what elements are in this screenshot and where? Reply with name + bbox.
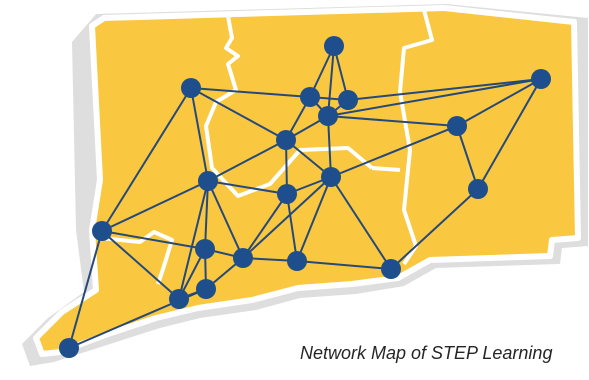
network-node (531, 69, 551, 89)
network-node (338, 90, 358, 110)
network-edge (477, 78, 542, 190)
network-edge (330, 176, 392, 270)
network-edge (207, 139, 287, 182)
region-border-4 (371, 166, 401, 172)
network-node (277, 184, 297, 204)
map-caption: Network Map of STEP Learning (300, 343, 553, 363)
network-node (181, 78, 201, 98)
network-edge (204, 180, 209, 250)
network-edge (190, 87, 209, 182)
network-edge (327, 78, 542, 117)
network-node (198, 171, 218, 191)
connecticut-shape (33, 5, 581, 357)
network-node (447, 116, 467, 136)
network-nodes (59, 36, 551, 358)
network-node (324, 36, 344, 56)
network-edge (101, 230, 180, 300)
network-node (381, 259, 401, 279)
network-edge (296, 260, 392, 270)
network-node (300, 87, 320, 107)
network-edge (101, 87, 192, 232)
network-edge (296, 176, 332, 262)
network-edge (242, 176, 332, 259)
network-node (195, 239, 215, 259)
network-edge (190, 87, 287, 141)
network-edge (68, 230, 103, 349)
network-edge (207, 180, 244, 259)
network-edge (456, 78, 542, 127)
network-node (233, 248, 253, 268)
network-node (59, 338, 79, 358)
network-edge (207, 180, 288, 195)
network-edge (330, 125, 458, 178)
network-edge (101, 230, 206, 250)
network-edge (286, 193, 298, 262)
region-borders (99, 9, 434, 285)
network-node (169, 289, 189, 309)
region-border-1 (204, 15, 374, 198)
network-node (287, 251, 307, 271)
network-edge (327, 45, 335, 117)
network-edge (456, 125, 479, 190)
network-node (92, 221, 112, 241)
network-node (196, 279, 216, 299)
network-edge (190, 87, 311, 98)
network-node (318, 106, 338, 126)
network-edge (347, 78, 542, 101)
network-node (276, 130, 296, 150)
network-edge (327, 115, 332, 178)
network-node (321, 167, 341, 187)
network-edge (390, 188, 479, 270)
network-edge (178, 180, 209, 300)
network-edge (101, 180, 209, 232)
network-edge (327, 115, 458, 127)
region-border-3 (99, 230, 174, 285)
network-node (468, 179, 488, 199)
network-edge (242, 193, 288, 259)
